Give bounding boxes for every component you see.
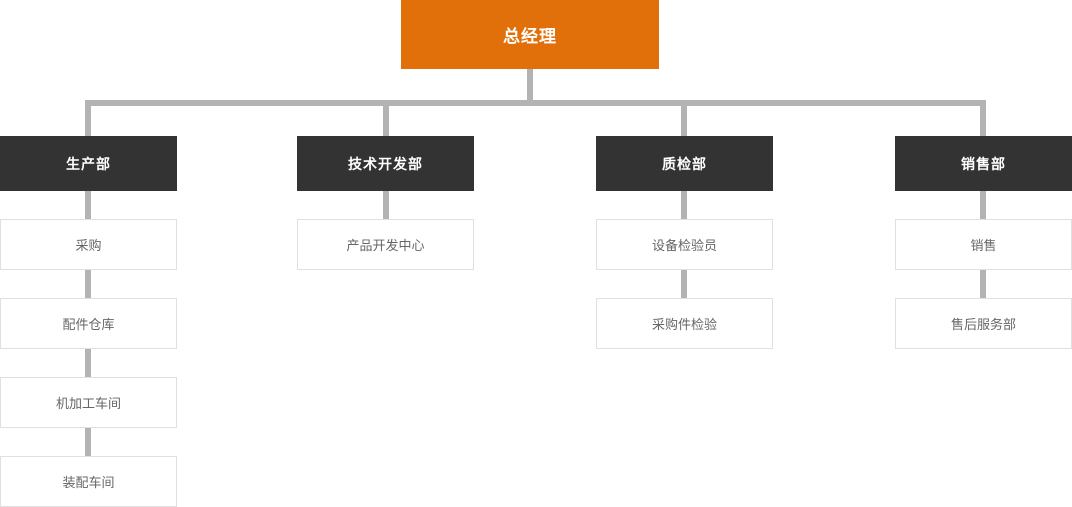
leaf-node-4-1-label: 销售	[970, 238, 997, 253]
leaf-node-1-1[interactable]: 采购	[0, 219, 177, 270]
leaf-node-1-3-label: 机加工车间	[55, 396, 121, 411]
connector-child-1-3-to-1-4	[85, 428, 91, 456]
connector-horizontal-bus	[85, 100, 986, 106]
leaf-node-1-3[interactable]: 机加工车间	[0, 377, 177, 428]
connector-bus-to-dept-1	[85, 100, 91, 136]
leaf-node-2-1[interactable]: 产品开发中心	[297, 219, 474, 270]
connector-root-stem	[527, 69, 533, 106]
root-node-label: 总经理	[503, 27, 557, 46]
connector-bus-to-dept-4	[980, 100, 986, 136]
connector-child-1-2-to-1-3	[85, 349, 91, 377]
dept-node-2[interactable]: 技术开发部	[297, 136, 474, 191]
connector-bus-to-dept-3	[681, 100, 687, 136]
dept-node-1-label: 生产部	[66, 155, 111, 172]
leaf-node-2-1-label: 产品开发中心	[346, 238, 425, 253]
connector-dept-3-to-child-1	[681, 191, 687, 219]
leaf-node-4-2-label: 售后服务部	[950, 317, 1016, 332]
leaf-node-1-2-label: 配件仓库	[62, 317, 115, 332]
leaf-node-1-2[interactable]: 配件仓库	[0, 298, 177, 349]
leaf-node-3-1-label: 设备检验员	[651, 238, 717, 253]
dept-node-3-label: 质检部	[662, 155, 707, 172]
leaf-node-3-1[interactable]: 设备检验员	[596, 219, 773, 270]
connector-dept-2-to-child-1	[383, 191, 389, 219]
connector-bus-to-dept-2	[383, 100, 389, 136]
connector-child-3-1-to-3-2	[681, 270, 687, 298]
leaf-node-4-2[interactable]: 售后服务部	[895, 298, 1072, 349]
leaf-node-4-1[interactable]: 销售	[895, 219, 1072, 270]
dept-node-2-label: 技术开发部	[348, 155, 423, 172]
dept-node-3[interactable]: 质检部	[596, 136, 773, 191]
connector-dept-1-to-child-1	[85, 191, 91, 219]
leaf-node-3-2[interactable]: 采购件检验	[596, 298, 773, 349]
leaf-node-1-1-label: 采购	[75, 238, 102, 253]
leaf-node-3-2-label: 采购件检验	[651, 317, 717, 332]
connector-child-1-1-to-1-2	[85, 270, 91, 298]
leaf-node-1-4[interactable]: 装配车间	[0, 456, 177, 507]
dept-node-4[interactable]: 销售部	[895, 136, 1072, 191]
connector-child-4-1-to-4-2	[980, 270, 986, 298]
connector-dept-4-to-child-1	[980, 191, 986, 219]
dept-node-4-label: 销售部	[961, 155, 1006, 172]
root-node-general-manager[interactable]: 总经理	[401, 0, 659, 69]
leaf-node-1-4-label: 装配车间	[62, 475, 115, 490]
dept-node-1[interactable]: 生产部	[0, 136, 177, 191]
